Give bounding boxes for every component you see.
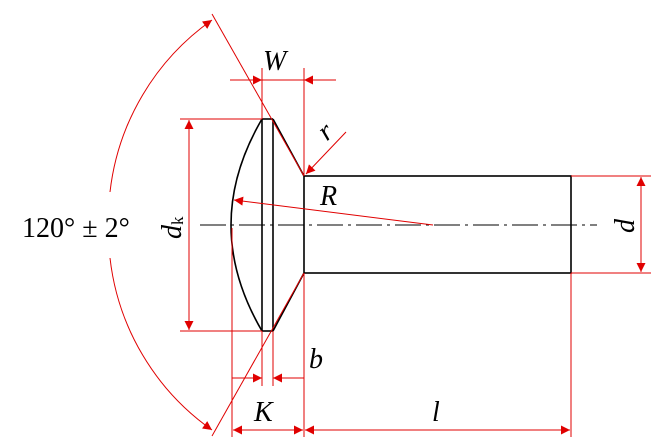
- w-label: W: [263, 46, 289, 77]
- dimensions: [109, 13, 651, 437]
- angle-arc-upper: [109, 19, 213, 193]
- r-leader: [305, 131, 347, 175]
- dk-label-main: d: [157, 224, 188, 239]
- k-label: K: [253, 397, 274, 428]
- b-label: b: [309, 344, 323, 375]
- big-r-label: R: [319, 181, 337, 212]
- angle-label: 120° ± 2°: [22, 213, 130, 244]
- l-label: l: [432, 397, 440, 428]
- dk-label: dk: [157, 216, 188, 239]
- angle-ext-top: [211, 13, 305, 177]
- d-label: d: [610, 218, 641, 233]
- dk-label-sub: k: [168, 216, 187, 225]
- big-r-leader: [233, 196, 434, 226]
- labels: 120° ± 2° W r R dk d b K l: [22, 46, 641, 428]
- angle-ext-bottom: [211, 272, 305, 437]
- angle-arc-lower: [109, 257, 213, 431]
- r-label: r: [311, 116, 339, 147]
